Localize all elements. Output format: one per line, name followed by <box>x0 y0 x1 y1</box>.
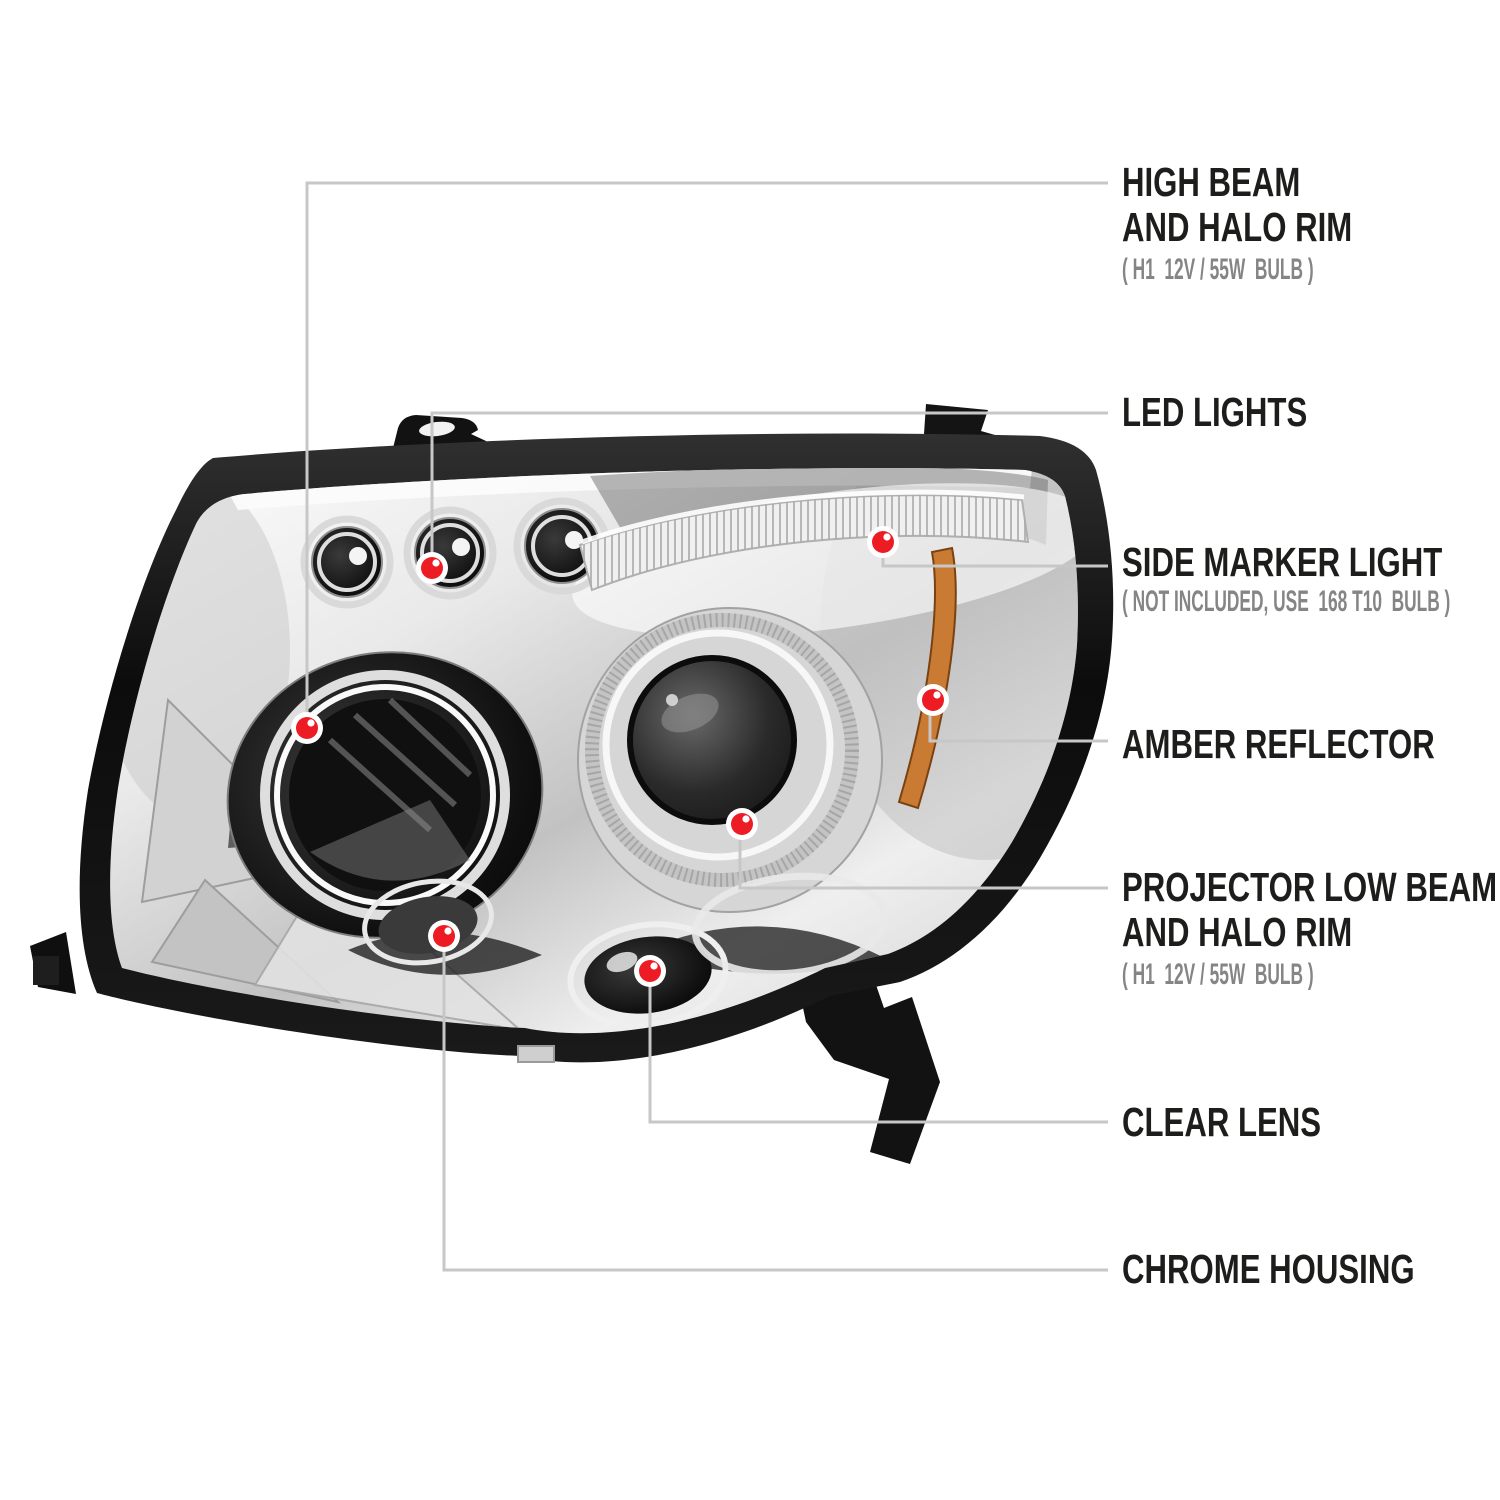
callout-text: HIGH BEAM <box>1122 159 1301 205</box>
left-mount-slot <box>419 421 455 437</box>
marker-dots <box>291 526 949 987</box>
callout-text: PROJECTOR LOW BEAM <box>1122 864 1498 910</box>
led-lamp-1 <box>300 515 394 609</box>
left-rear-stub <box>33 956 59 985</box>
line-clear-lens <box>648 971 1108 1124</box>
callout-label-side-marker-light: SIDE MARKER LIGHT ( NOT INCLUDED, USE 16… <box>1122 540 1500 619</box>
callout-subtext: ( H1 12V / 55W BULB ) <box>1122 253 1314 286</box>
lower-bracket-foot <box>798 956 940 1164</box>
callout-label-clear-lens: CLEAR LENS <box>1122 1100 1321 1145</box>
line-high-beam <box>305 181 1108 728</box>
callout-subtext: ( NOT INCLUDED, USE 168 T10 BULB ) <box>1122 585 1451 618</box>
callout-subtext: ( H1 12V / 55W BULB ) <box>1122 958 1314 991</box>
callout-text: AND HALO RIM <box>1122 204 1353 250</box>
led-lamp-2 <box>403 506 497 600</box>
callout-text: CLEAR LENS <box>1122 1099 1322 1145</box>
marker-dot-amber-reflector <box>917 684 949 716</box>
marker-dot-projector-low-beam <box>726 808 758 840</box>
callout-text: CHROME HOUSING <box>1122 1246 1415 1292</box>
callout-text: LED LIGHTS <box>1122 389 1308 435</box>
line-led-lights <box>430 411 1108 568</box>
callout-label-projector-low-beam: PROJECTOR LOW BEAM AND HALO RIM ( H1 12V… <box>1122 865 1497 995</box>
amber-reflector-strip <box>897 546 957 810</box>
projector-low-beam-assembly <box>577 607 883 913</box>
bottom-edge-tab <box>517 1045 555 1063</box>
marker-dot-side-marker-light <box>867 526 899 558</box>
callout-text: AMBER REFLECTOR <box>1122 721 1435 767</box>
callout-label-high-beam: HIGH BEAM AND HALO RIM ( H1 12V / 55W BU… <box>1122 160 1374 290</box>
marker-dot-high-beam <box>291 712 323 744</box>
marker-dot-chrome-housing <box>428 920 460 952</box>
callout-text: AND HALO RIM <box>1122 909 1353 955</box>
housing-interior <box>110 468 1078 1032</box>
marker-dot-clear-lens <box>634 955 666 987</box>
led-strip <box>578 489 1030 592</box>
callout-lines <box>305 181 1108 1272</box>
callout-label-chrome-housing: CHROME HOUSING <box>1122 1247 1415 1292</box>
callout-label-amber-reflector: AMBER REFLECTOR <box>1122 722 1435 767</box>
callout-text: SIDE MARKER LIGHT <box>1122 539 1443 585</box>
marker-dot-led-lights <box>416 552 448 584</box>
line-projector-low-beam <box>738 824 1108 890</box>
callout-label-led-lights: LED LIGHTS <box>1122 390 1307 435</box>
line-chrome-housing <box>442 936 1108 1272</box>
